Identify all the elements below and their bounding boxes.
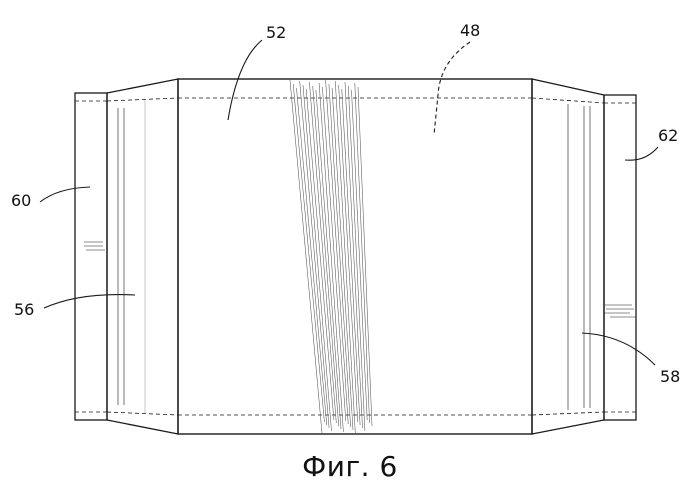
left-tapered-section [107,79,178,434]
ref-label-60: 60 [11,191,31,210]
leader-52 [228,40,262,120]
hatch-line [300,81,329,428]
leader-56 [44,295,135,308]
leader-lines [40,40,658,365]
hatch-line [306,89,334,420]
ref-label-58: 58 [660,367,680,386]
leader-48 [434,42,470,135]
hatch-line [297,88,327,425]
leader-62 [625,147,658,160]
right-tapered-section [532,79,604,434]
ref-label-48: 48 [460,21,480,40]
left-end-band [75,93,107,420]
hatch-line [329,84,351,427]
ref-label-56: 56 [14,300,34,319]
ref-label-52: 52 [266,23,286,42]
ref-label-62: 62 [658,126,678,145]
central-hatch-band [290,80,372,433]
leader-58 [582,333,655,365]
central-panel [178,79,532,434]
right-end-band [604,95,636,420]
hatch-line [339,85,358,422]
figure-caption: Фиг. 6 [0,450,700,483]
leader-60 [40,187,90,202]
